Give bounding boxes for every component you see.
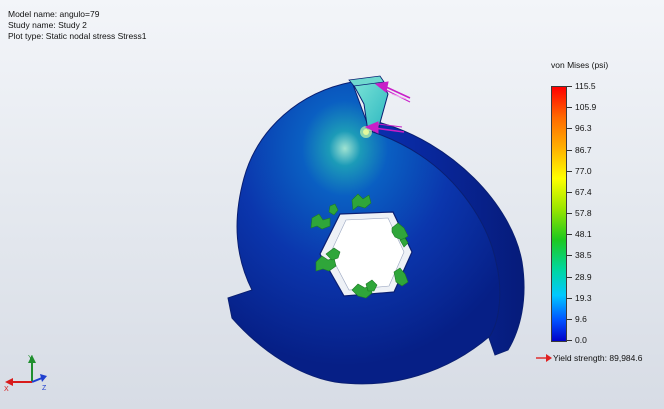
- model-name-label: Model name: angulo=79: [8, 9, 100, 19]
- legend-tick-label: 48.1: [575, 229, 592, 240]
- triad-y-label: Y: [28, 355, 33, 362]
- legend-tick-label: 0.0: [575, 335, 587, 345]
- triad-z-axis: [31, 377, 43, 383]
- yield-arrow-icon: [536, 354, 552, 362]
- legend-tick-mark: [567, 340, 572, 341]
- triad-x-arrow-icon: [5, 378, 13, 386]
- legend-tick-mark: [567, 297, 572, 299]
- legend-tick-label: 105.9: [575, 102, 597, 113]
- legend-color-bar: [551, 86, 567, 342]
- legend-tick-mark: [567, 318, 572, 320]
- legend-tick-mark: [567, 128, 572, 130]
- notch-jaw-top: [348, 75, 385, 87]
- legend-tick-mark: [567, 191, 572, 193]
- legend-tick-mark: [567, 213, 572, 214]
- legend-tick-mark: [567, 107, 572, 109]
- legend-tick-label: 38.5: [575, 250, 592, 261]
- legend-tick-label: 86.7: [575, 144, 592, 155]
- legend-tick-label: 57.8: [575, 208, 592, 218]
- legend-tick-mark: [567, 255, 572, 257]
- fixture-markers: [310, 193, 409, 299]
- triad-x-label: X: [4, 386, 9, 392]
- legend-tick-mark: [567, 170, 572, 172]
- plot-type-label: Plot type: Static nodal stress Stress1: [8, 31, 147, 41]
- stress-hotspot-core: [363, 129, 369, 135]
- triad-z-arrow-icon: [40, 374, 47, 382]
- triad-y-arrow-icon: [28, 355, 36, 363]
- legend-tick-label: 19.3: [575, 292, 592, 303]
- legend-tick-label: 28.9: [575, 271, 592, 282]
- coordinate-triad[interactable]: Y X Z: [2, 352, 50, 392]
- legend-tick-label: 9.6: [575, 313, 587, 324]
- load-arrows: [364, 81, 411, 134]
- legend-title: von Mises (psi): [551, 60, 609, 70]
- legend-tick-mark: [567, 86, 572, 87]
- legend-tick-label: 67.4: [575, 186, 592, 197]
- legend-tick-label: 96.3: [575, 123, 592, 134]
- legend-tick-label: 77.0: [575, 165, 592, 176]
- yield-strength-label: Yield strength: 89,984.6: [553, 353, 643, 363]
- legend-tick-mark: [567, 234, 572, 236]
- legend-tick-mark: [567, 276, 572, 278]
- legend-tick-label: 115.5: [575, 81, 596, 91]
- legend-tick-mark: [567, 149, 572, 151]
- simulation-info-block: Model name: angulo=79 Study name: Study …: [8, 9, 146, 42]
- triad-z-label: Z: [42, 385, 47, 392]
- study-name-label: Study name: Study 2: [8, 20, 87, 30]
